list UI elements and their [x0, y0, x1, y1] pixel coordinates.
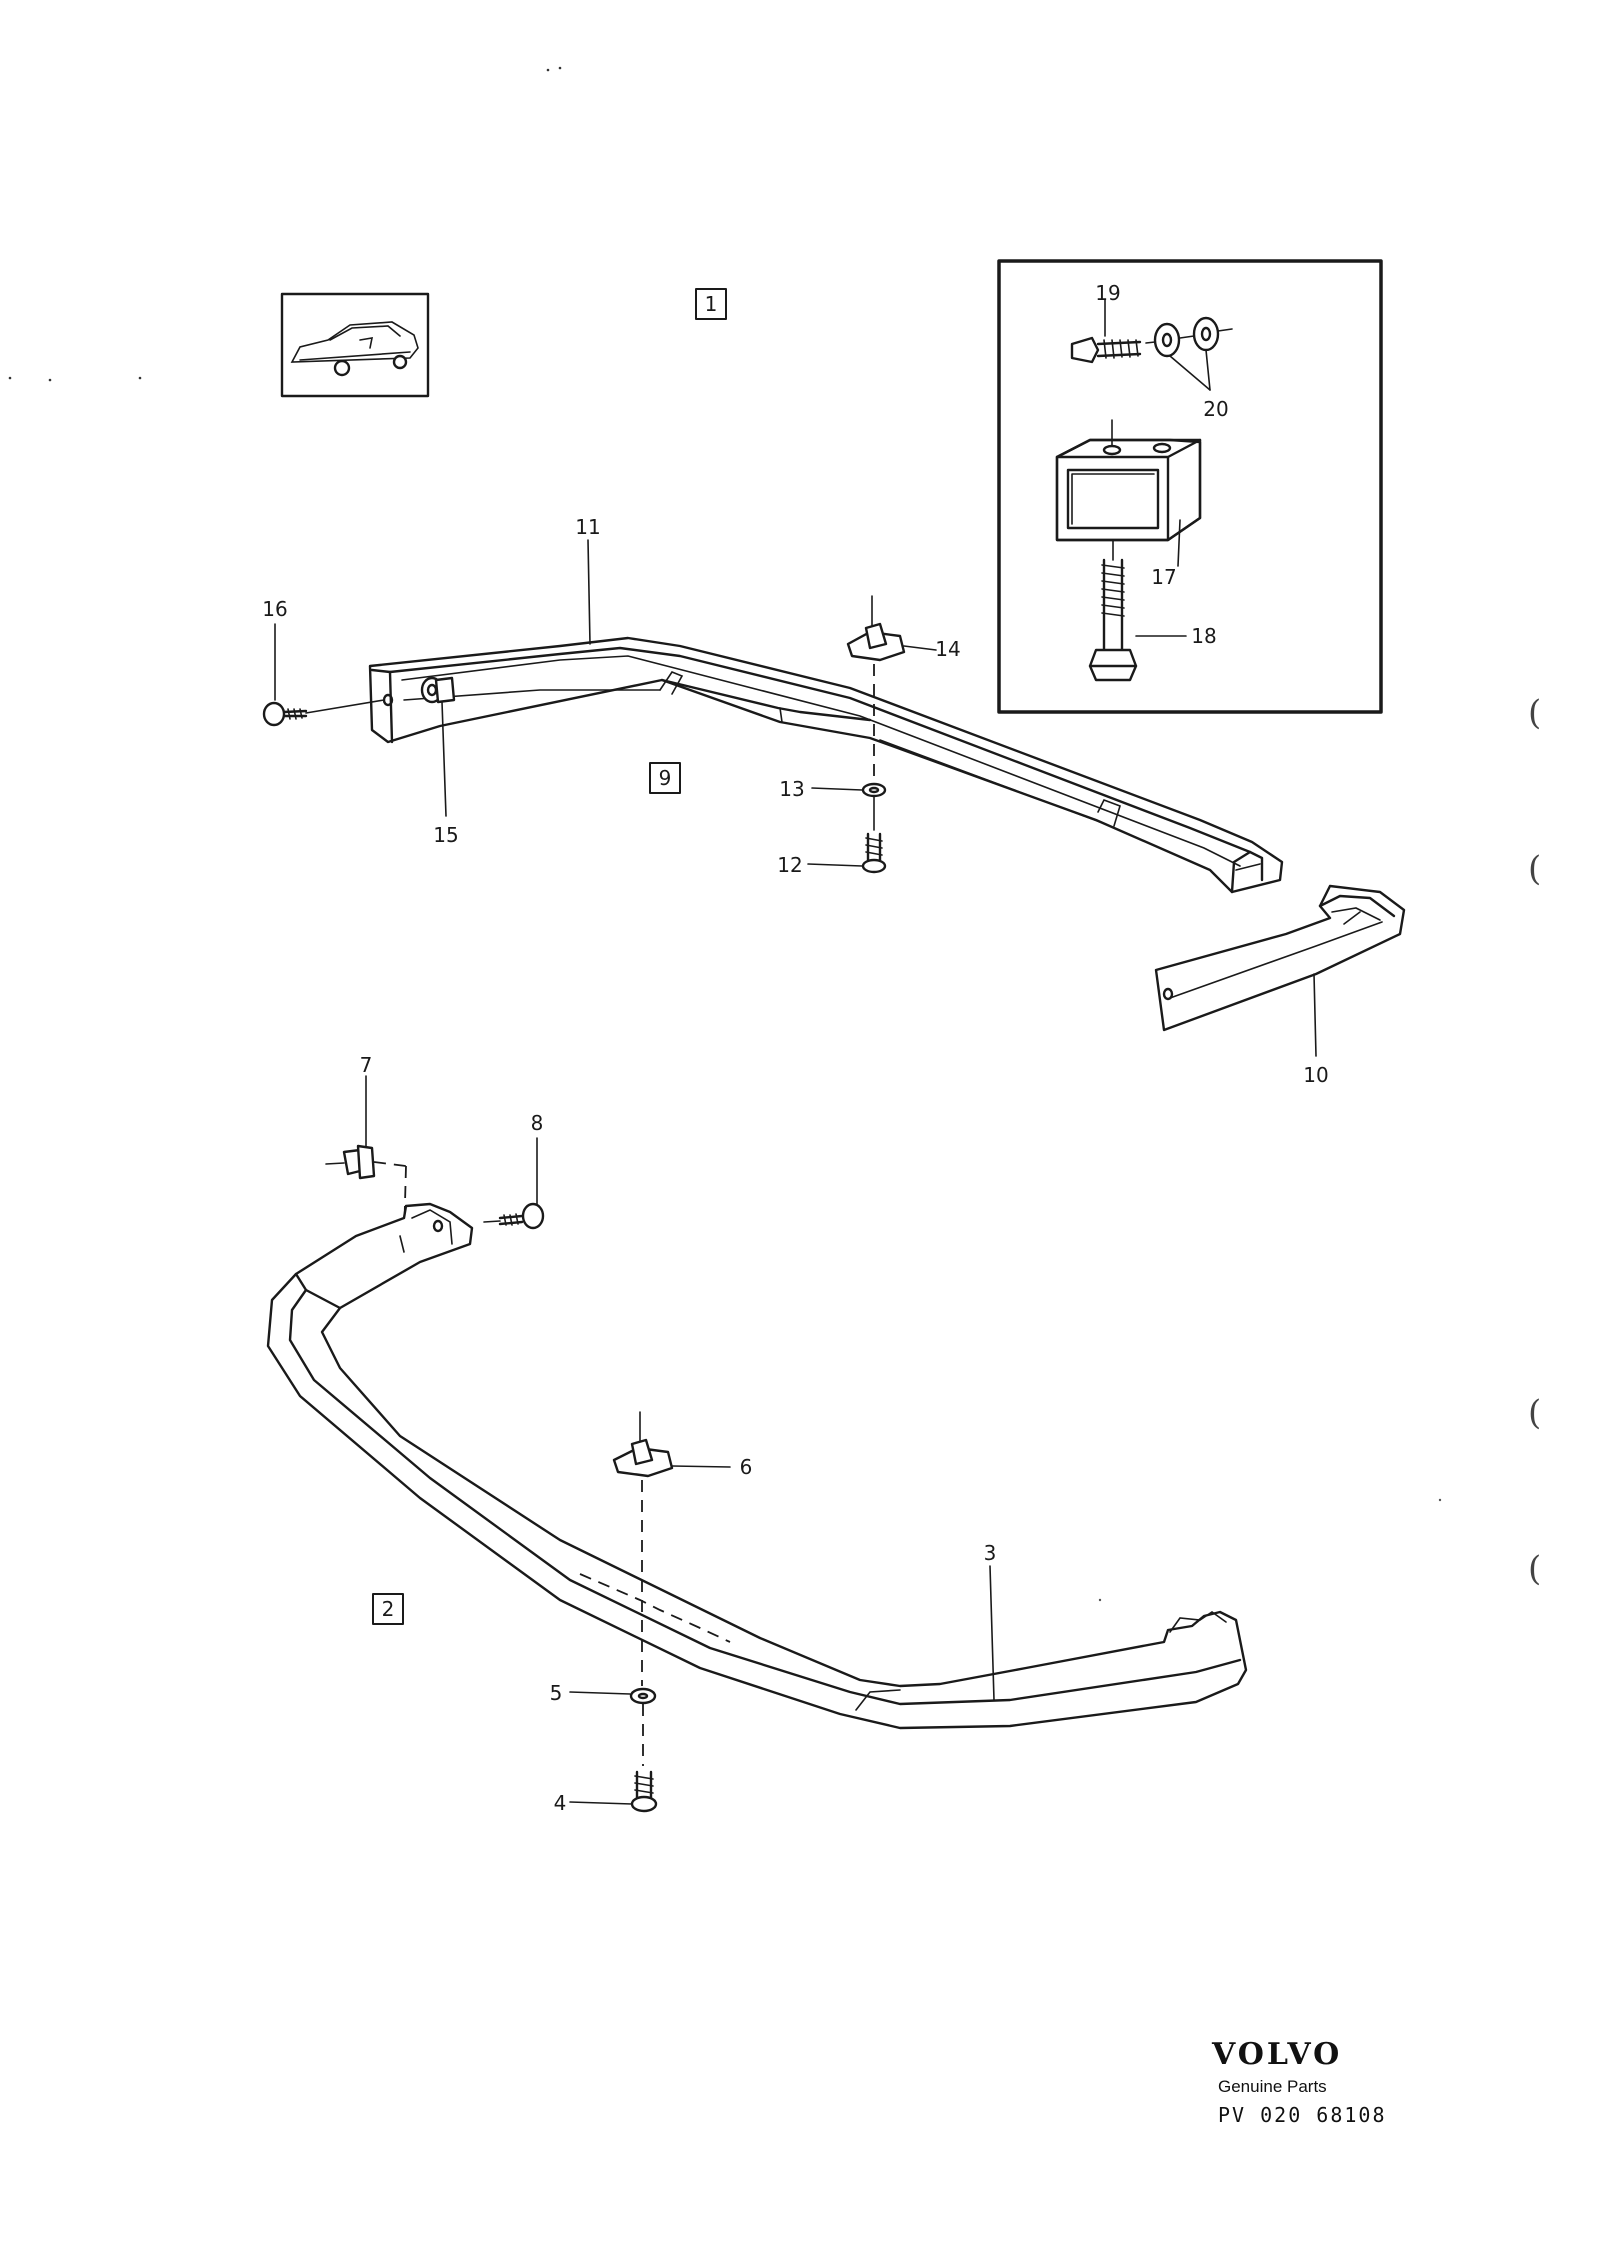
clip-nut-6 — [612, 1411, 731, 1686]
callout-7: 7 — [360, 1053, 373, 1077]
callout-13: 13 — [779, 777, 804, 801]
leader-11 — [587, 539, 591, 645]
callout-20: 20 — [1203, 397, 1228, 421]
brand-subtitle: Genuine Parts — [1218, 2077, 1327, 2096]
callout-4: 4 — [554, 1791, 567, 1815]
end-trim-10 — [1154, 884, 1406, 1057]
callout-17: 17 — [1151, 565, 1176, 589]
group-label-9: 9 — [649, 762, 681, 794]
washers-20 — [1145, 316, 1233, 391]
callout-3: 3 — [984, 1541, 997, 1565]
washer-13 — [811, 782, 887, 831]
screw-8 — [483, 1137, 545, 1230]
callout-15: 15 — [433, 823, 458, 847]
svg-text:(: ( — [1528, 1549, 1541, 1589]
scan-specks — [8, 66, 1442, 1602]
callout-18: 18 — [1191, 624, 1216, 648]
mounting-detail-inset: 19 20 17 18 — [997, 259, 1383, 714]
callout-19: 19 — [1095, 281, 1120, 305]
screw-4 — [569, 1770, 658, 1813]
group-label-2: 2 — [372, 1593, 404, 1625]
screw-16 — [262, 623, 385, 727]
brand-logo: VOLVO — [1211, 2037, 1342, 2072]
svg-text:2: 2 — [382, 1597, 395, 1621]
svg-text:9: 9 — [659, 766, 672, 790]
group-label-1: 1 — [695, 288, 727, 320]
callout-10: 10 — [1303, 1063, 1328, 1087]
clip-7 — [325, 1075, 407, 1241]
callout-8: 8 — [531, 1111, 544, 1135]
screw-12 — [807, 832, 887, 874]
vehicle-thumbnail — [280, 292, 430, 398]
leader-17 — [1177, 519, 1181, 567]
bolt-19 — [1070, 299, 1142, 364]
lower-bumper-3 — [266, 1202, 1248, 1730]
callout-5: 5 — [550, 1681, 563, 1705]
callout-11: 11 — [575, 515, 600, 539]
bolt-18 — [1088, 539, 1138, 682]
margin-marks: ( ( ( ( — [1528, 693, 1541, 1589]
svg-text:(: ( — [1528, 1393, 1541, 1433]
callout-16: 16 — [262, 597, 287, 621]
bracket-17 — [1055, 419, 1202, 542]
svg-text:(: ( — [1528, 849, 1541, 889]
footer-brand: VOLVO Genuine Parts PV 020 68108 — [1211, 2037, 1387, 2127]
callout-6: 6 — [740, 1455, 753, 1479]
callout-14: 14 — [935, 637, 960, 661]
clip-nut-14 — [846, 595, 937, 780]
svg-text:1: 1 — [705, 292, 718, 316]
callout-12: 12 — [777, 853, 802, 877]
spoiler-rail-11 — [368, 636, 1284, 894]
drawing-code: PV 020 68108 — [1218, 2103, 1387, 2127]
washer-5 — [569, 1687, 657, 1766]
svg-text:(: ( — [1528, 693, 1541, 733]
leader-3 — [989, 1565, 995, 1701]
leader-15 — [441, 701, 447, 817]
